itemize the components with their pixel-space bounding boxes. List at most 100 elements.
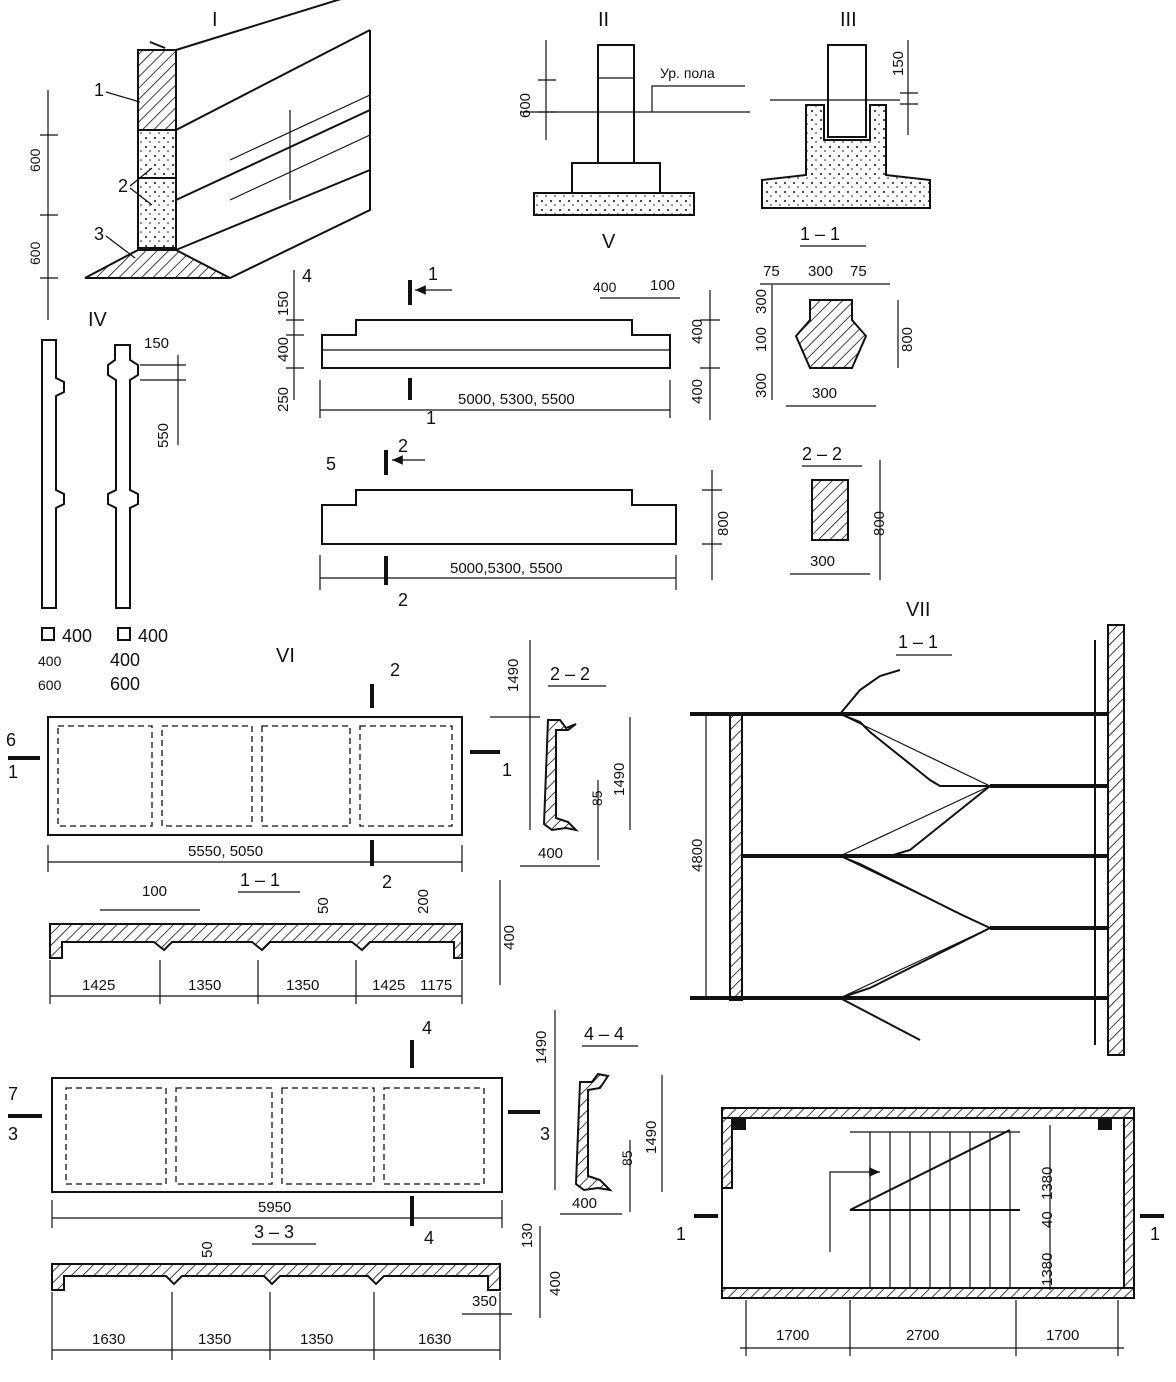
column-single bbox=[41, 339, 65, 609]
dim-400: 400 bbox=[547, 1271, 564, 1296]
cut-2-top: 2 bbox=[398, 436, 408, 456]
dim-150: 150 bbox=[275, 291, 292, 316]
dim-50: 50 bbox=[199, 1241, 216, 1258]
section-2-2-slab-title: 2 – 2 bbox=[550, 664, 590, 684]
span-1425-b: 1425 bbox=[372, 977, 405, 994]
section-1-1-slab-title: 1 – 1 bbox=[240, 870, 280, 890]
cut-arrow-right: 1 bbox=[502, 760, 512, 780]
figure-VII-staircase: VII 1 – 1 4800 bbox=[676, 599, 1164, 1356]
dim-130: 130 bbox=[519, 1223, 536, 1248]
span-1350-a: 1350 bbox=[198, 1331, 231, 1348]
dim-400-top: 400 bbox=[593, 279, 617, 295]
stair-height-4800: 4800 bbox=[689, 839, 706, 872]
section-2-2-width: 300 bbox=[810, 553, 835, 570]
section-3-3-title: 3 – 3 bbox=[254, 1222, 294, 1242]
figure-V-beams: V 4 1 1 150 400 250 5000, 5300, 5500 400… bbox=[275, 224, 916, 610]
dim-600: 600 bbox=[517, 93, 534, 118]
dim-400-right-a: 400 bbox=[689, 319, 706, 344]
figure-IV-columns: IV 150 550 400 400 400 600 400 600 bbox=[38, 309, 186, 694]
slab-section-2-2 bbox=[542, 719, 580, 832]
w75-right: 75 bbox=[850, 263, 867, 280]
stair-section-title: 1 – 1 bbox=[898, 632, 938, 652]
h800: 800 bbox=[899, 327, 916, 352]
plan-1700-right: 1700 bbox=[1046, 1327, 1079, 1344]
label-5: 5 bbox=[326, 454, 336, 474]
dim-100: 100 bbox=[142, 883, 167, 900]
figure-VII-label: VII bbox=[906, 599, 930, 621]
h300-bottom: 300 bbox=[753, 373, 770, 398]
h100: 100 bbox=[753, 327, 770, 352]
figure-II-column-footing: II Ур. пола 600 bbox=[517, 9, 750, 216]
section-2-2-1490: 1490 bbox=[611, 763, 628, 796]
w75-left: 75 bbox=[763, 263, 780, 280]
beam-5-length: 5000,5300, 5500 bbox=[450, 560, 563, 577]
slab-section-1-1 bbox=[49, 923, 463, 959]
section-2-2-400: 400 bbox=[538, 845, 563, 862]
plan-1380-bottom: 1380 bbox=[1039, 1253, 1056, 1286]
stair-plan-outline bbox=[721, 1107, 1135, 1299]
span-1630-b: 1630 bbox=[418, 1331, 451, 1348]
figure-I-foundation-wall: I 1 2 3 600 600 bbox=[27, 0, 371, 320]
plan-2700: 2700 bbox=[906, 1327, 939, 1344]
plan-cut-left: 1 bbox=[676, 1224, 686, 1244]
footing-pad bbox=[84, 249, 231, 279]
bottom-300: 300 bbox=[812, 385, 837, 402]
section-a-size: 400 bbox=[62, 626, 92, 646]
span-1175: 1175 bbox=[420, 977, 452, 994]
label-2: 2 bbox=[118, 176, 128, 196]
figure-VI-label: VI bbox=[276, 645, 295, 667]
label-6: 6 bbox=[6, 730, 16, 750]
plan-cut-right: 1 bbox=[1150, 1224, 1160, 1244]
brick-wall bbox=[137, 49, 177, 131]
span-1425-a: 1425 bbox=[82, 977, 115, 994]
cut-2-bottom: 2 bbox=[382, 872, 392, 892]
slab-7-length: 5950 bbox=[258, 1199, 291, 1216]
figure-I-label: I bbox=[212, 9, 218, 31]
section-b-size: 400 bbox=[138, 626, 168, 646]
figure-III-label: III bbox=[840, 9, 857, 31]
cut-2-bottom: 2 bbox=[398, 590, 408, 610]
span-1350-b: 1350 bbox=[286, 977, 319, 994]
floor-level-label: Ур. пола bbox=[660, 65, 715, 81]
figure-II-label: II bbox=[598, 9, 609, 31]
figure-V-label: V bbox=[602, 231, 616, 253]
span-1350-a: 1350 bbox=[188, 977, 221, 994]
span-1630-a: 1630 bbox=[92, 1331, 125, 1348]
label-3: 3 bbox=[94, 224, 104, 244]
sub-b1: 400 bbox=[110, 650, 140, 670]
beam-5-outline bbox=[321, 489, 677, 545]
dim-150: 150 bbox=[890, 51, 907, 76]
section-4-4-85: 85 bbox=[619, 1150, 635, 1166]
section-2-2-85: 85 bbox=[589, 790, 605, 806]
dim-200: 200 bbox=[415, 889, 432, 914]
dim-550: 550 bbox=[155, 423, 172, 448]
dim-50: 50 bbox=[315, 897, 332, 914]
dim-150: 150 bbox=[144, 335, 169, 352]
label-7: 7 bbox=[8, 1084, 18, 1104]
slab-6-length: 5550, 5050 bbox=[188, 843, 263, 860]
section-4-4-400: 400 bbox=[572, 1195, 597, 1212]
column-double bbox=[107, 344, 139, 609]
slab-7-plan bbox=[51, 1077, 503, 1193]
dim-400: 400 bbox=[275, 337, 292, 362]
plan-40: 40 bbox=[1039, 1211, 1056, 1228]
h300-top: 300 bbox=[753, 289, 770, 314]
plan-1380-top: 1380 bbox=[1039, 1167, 1056, 1200]
slab-7-1490: 1490 bbox=[533, 1031, 550, 1064]
dim-400: 400 bbox=[501, 925, 518, 950]
beam-section-2-2 bbox=[811, 479, 849, 541]
dim-600-top: 600 bbox=[27, 148, 43, 172]
cut-4-bottom: 4 bbox=[424, 1228, 434, 1248]
beam-section-1-1 bbox=[794, 299, 868, 369]
sub-b2: 600 bbox=[110, 674, 140, 694]
beam-4-length: 5000, 5300, 5500 bbox=[458, 391, 575, 408]
beam-5-height: 800 bbox=[715, 511, 732, 536]
label-4: 4 bbox=[302, 266, 312, 286]
slab-section-4-4 bbox=[574, 1072, 613, 1192]
cut-1-bottom: 1 bbox=[426, 408, 436, 428]
sub-a1: 400 bbox=[38, 653, 62, 669]
dim-600-bottom: 600 bbox=[27, 241, 43, 265]
cut-1-top: 1 bbox=[428, 264, 438, 284]
section-4-4-title: 4 – 4 bbox=[584, 1024, 624, 1044]
